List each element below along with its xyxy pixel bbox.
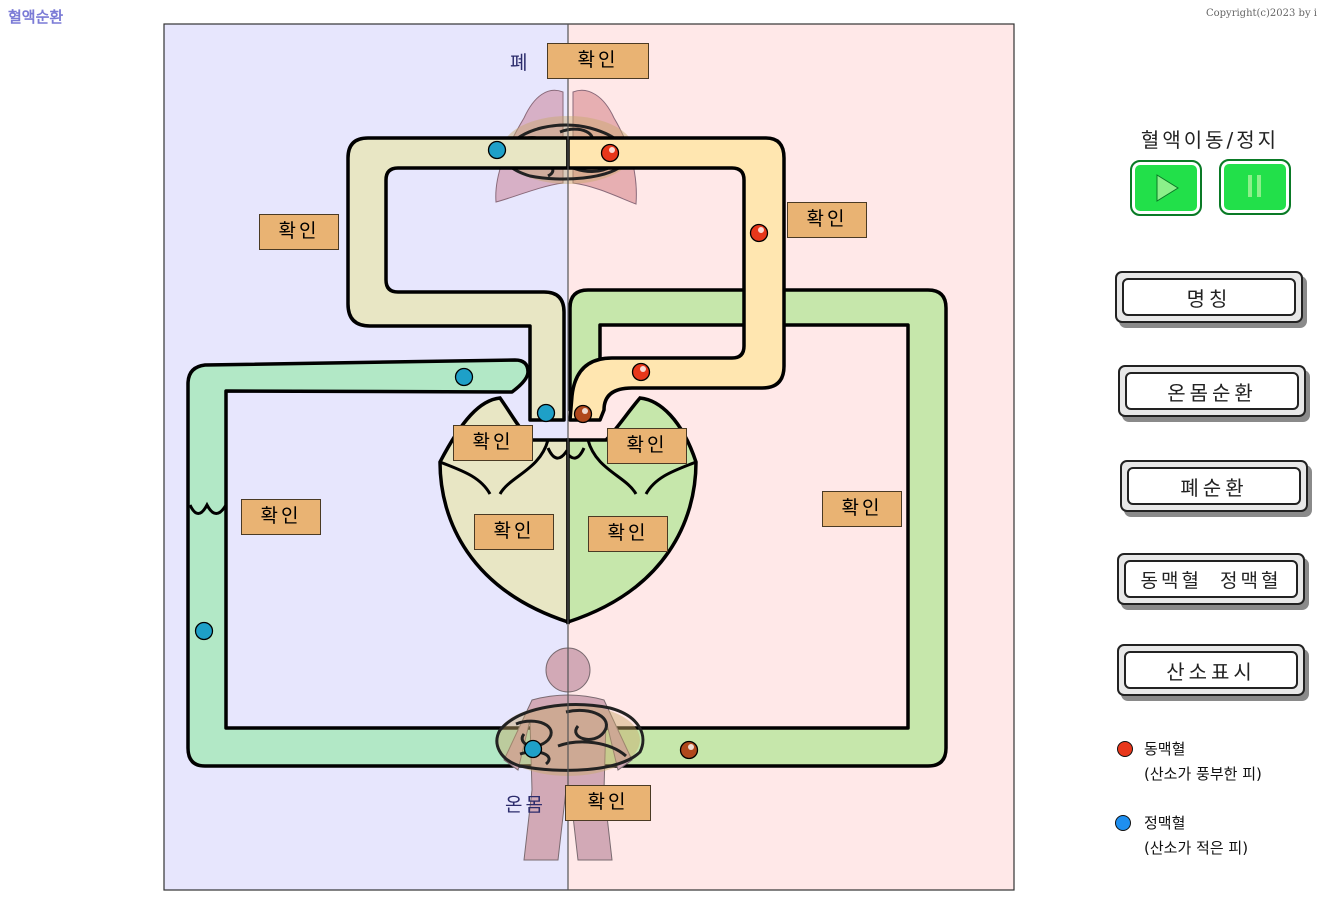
venous-cell (487, 140, 507, 160)
lung-label: 폐 (510, 52, 531, 74)
pulmonary-vein (566, 136, 786, 422)
arterial-cell (749, 223, 769, 243)
pause-icon (1248, 175, 1261, 197)
artery-vein-label: 동맥혈 정맥혈 (1124, 560, 1298, 598)
mixed-cell (679, 740, 699, 760)
venous-cell (523, 739, 543, 759)
venous-cell (194, 621, 214, 641)
play-icon (1156, 174, 1179, 202)
confirm-button-body[interactable]: 확인 (565, 785, 651, 821)
confirm-button-aorta[interactable]: 확인 (822, 491, 902, 527)
legend-venous: 정맥혈 (1144, 814, 1186, 832)
legend-arterial: 동맥혈 (1144, 740, 1186, 758)
pulmonary-circulation-label: 폐순환 (1127, 467, 1301, 505)
confirm-button-pulmonary-artery[interactable]: 확인 (259, 214, 339, 250)
blood-cells (194, 140, 769, 760)
confirm-button-pulmonary-vein[interactable]: 확인 (787, 202, 867, 238)
legend-arterial-desc: (산소가 풍부한 피) (1144, 765, 1262, 783)
mixed-cell (573, 404, 593, 424)
play-button[interactable] (1130, 160, 1202, 216)
venous-cell (536, 403, 556, 423)
pause-button[interactable] (1219, 159, 1291, 215)
app-title: 혈액순환 (8, 8, 64, 26)
copyright-text: Copyright(c)2023 by i (1205, 8, 1317, 19)
pulmonary-circulation-button[interactable]: 폐순환 (1120, 460, 1308, 512)
venous-dot-icon (1115, 815, 1131, 831)
confirm-button-lung[interactable]: 확인 (547, 43, 649, 79)
oxygen-display-button[interactable]: 산소표시 (1117, 644, 1305, 696)
vein-valve (188, 501, 228, 515)
diagram-frame (163, 23, 1015, 891)
name-button-label: 명칭 (1122, 278, 1296, 316)
confirm-button-vena-cava[interactable]: 확인 (241, 499, 321, 535)
pulmonary-artery (346, 136, 570, 422)
venous-cell (454, 367, 474, 387)
confirm-button-right-ventricle[interactable]: 확인 (474, 514, 554, 550)
arterial-dot-icon (1117, 741, 1133, 757)
flow-control-title: 혈액이동/정지 (1140, 128, 1280, 152)
artery-vein-button[interactable]: 동맥혈 정맥혈 (1117, 553, 1305, 605)
arterial-cell (600, 143, 620, 163)
arterial-cell (631, 362, 651, 382)
confirm-button-left-atrium[interactable]: 확인 (607, 428, 687, 464)
systemic-circulation-button[interactable]: 온몸순환 (1118, 365, 1306, 417)
confirm-button-left-ventricle[interactable]: 확인 (588, 516, 668, 552)
oxygen-display-label: 산소표시 (1124, 651, 1298, 689)
legend-venous-desc: (산소가 적은 피) (1144, 839, 1249, 857)
systemic-circulation-label: 온몸순환 (1125, 372, 1299, 410)
confirm-button-right-atrium[interactable]: 확인 (453, 425, 533, 461)
name-button[interactable]: 명칭 (1115, 271, 1303, 323)
body-label: 온몸 (505, 794, 546, 816)
